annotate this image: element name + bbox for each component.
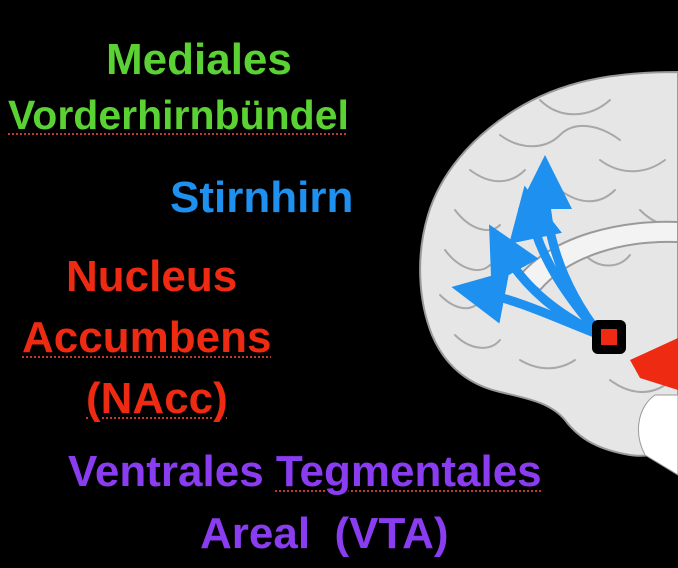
nacc-marker-core (601, 329, 617, 345)
red-arrow-icon (630, 338, 678, 390)
vta-label-word2: Tegmentales (275, 447, 542, 496)
blue-arrow-path (518, 155, 605, 340)
brainstem (637, 394, 678, 476)
nacc-label-line2: Accumbens (22, 313, 272, 362)
blue-arrow-path (489, 224, 605, 340)
vta-label-line2: Areal (VTA) (200, 509, 449, 558)
frontal-label: Stirnhirn (170, 173, 354, 222)
mfb-label-line1: Mediales (106, 35, 292, 84)
corpus-callosum (518, 220, 678, 292)
nacc-label-line3: (NAcc) (86, 374, 228, 423)
mfb-label-line2: Vorderhirnbündel (8, 92, 349, 138)
vta-label-line1: Ventrales Tegmentales (68, 450, 542, 494)
nacc-label-line1: Nucleus (66, 252, 238, 301)
vta-label-word1: Ventrales (68, 447, 264, 496)
